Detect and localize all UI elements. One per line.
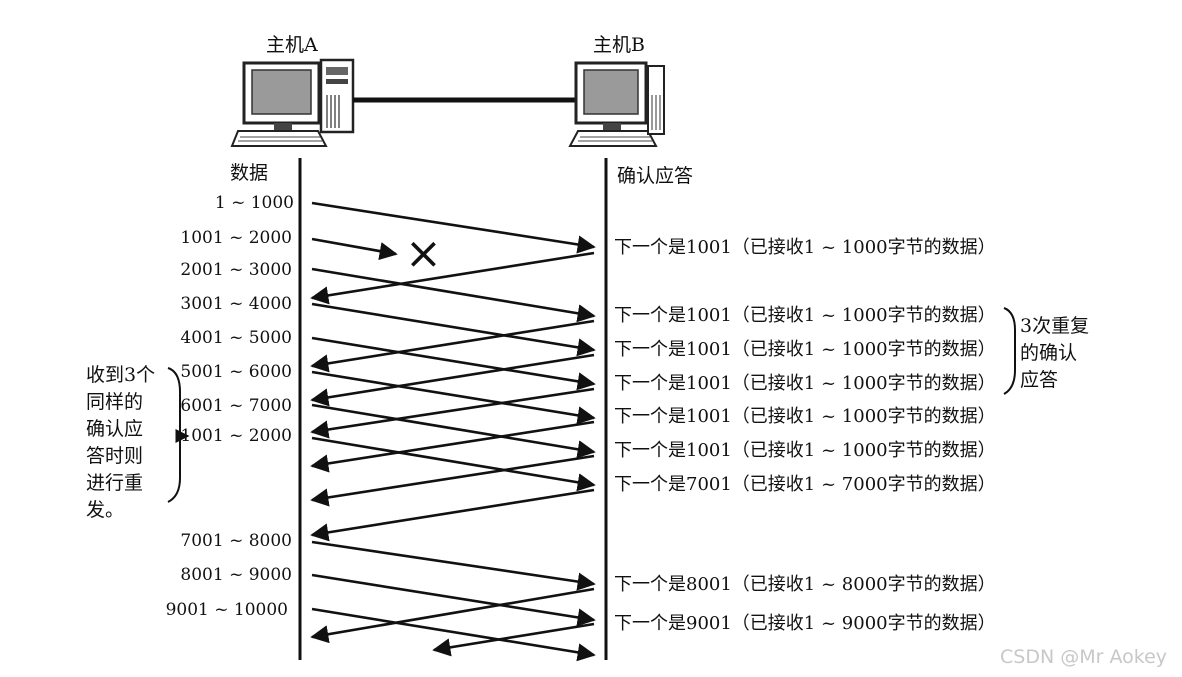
segment-label: 1001 ~ 2000 (180, 228, 292, 248)
ack-column-label: 确认应答 (617, 165, 694, 187)
resend-note: 收到3个 同样的 确认应 答时则 进行重 发。 (86, 362, 166, 524)
segment-arrow (311, 201, 596, 254)
ack-label: 下一个是1001（已接收1 ~ 1000字节的数据） (614, 373, 996, 394)
resend-note-line: 进行重 (86, 472, 144, 494)
segment-label: 8001 ~ 9000 (180, 565, 292, 585)
segment-arrow-lost (311, 237, 398, 261)
segment-arrow (311, 607, 596, 662)
segment-arrow (311, 302, 596, 357)
resend-note-line: 收到3个 (86, 364, 156, 386)
segment-arrow (311, 267, 596, 323)
ack-arrow (310, 251, 595, 305)
watermark: CSDN @Mr Aokey (1000, 646, 1168, 668)
segment-label: 5001 ~ 6000 (180, 362, 292, 382)
ack-arrow (310, 387, 595, 439)
dup-ack-note: 3次重复 的确认 应答 (1020, 313, 1100, 394)
resend-note-line: 确认应 (86, 418, 144, 440)
ack-arrow (310, 420, 595, 473)
ack-label: 下一个是1001（已接收1 ~ 1000字节的数据） (614, 237, 996, 258)
host-b-label: 主机B (593, 34, 645, 56)
ack-label: 下一个是8001（已接收1 ~ 8000字节的数据） (614, 574, 996, 595)
ack-arrow (310, 454, 595, 507)
ack-arrow (432, 622, 595, 657)
segment-label-retransmit: 1001 ~ 2000 (180, 426, 292, 446)
segment-label: 2001 ~ 3000 (180, 260, 292, 280)
host-a-label: 主机A (266, 34, 318, 56)
dup-ack-note-line: 的确认 (1020, 342, 1078, 364)
resend-note-line: 同样的 (86, 391, 144, 413)
data-column-label: 数据 (230, 162, 269, 184)
segment-label: 4001 ~ 5000 (180, 328, 292, 348)
ack-arrow (310, 353, 595, 407)
dup-ack-brace (1003, 307, 1016, 395)
ack-arrows (310, 251, 595, 657)
resend-note-line: 答时则 (86, 445, 144, 467)
segment-arrow (311, 336, 596, 391)
segment-arrow (311, 436, 596, 492)
segment-arrow (311, 540, 596, 591)
ack-arrow (310, 319, 595, 373)
segment-label: 6001 ~ 7000 (180, 396, 292, 416)
ack-label: 下一个是1001（已接收1 ~ 1000字节的数据） (614, 406, 996, 427)
dup-ack-note-line: 应答 (1020, 369, 1059, 391)
host-b-computer-icon (568, 61, 665, 147)
ack-arrow (310, 587, 595, 644)
ack-label: 下一个是9001（已接收1 ~ 9000字节的数据） (614, 613, 996, 634)
data-segment-arrows (311, 201, 596, 662)
ack-label: 下一个是1001（已接收1 ~ 1000字节的数据） (614, 339, 996, 360)
segment-label: 9001 ~ 10000 (165, 600, 288, 620)
ack-arrow (310, 488, 595, 542)
lost-packet-marker: × (405, 228, 442, 279)
ack-label: 下一个是7001（已接收1 ~ 7000字节的数据） (614, 474, 996, 495)
segment-arrow (311, 573, 596, 627)
resend-note-line: 发。 (86, 499, 125, 521)
segment-arrow (311, 370, 596, 425)
ack-label: 下一个是1001（已接收1 ~ 1000字节的数据） (614, 440, 996, 461)
segment-arrow (311, 403, 596, 459)
dup-ack-note-line: 3次重复 (1020, 315, 1090, 337)
segment-label: 3001 ~ 4000 (180, 294, 292, 314)
segment-label: 7001 ~ 8000 (180, 531, 292, 551)
host-a-computer-icon (230, 58, 355, 147)
segment-label: 1 ~ 1000 (214, 193, 294, 213)
ack-label: 下一个是1001（已接收1 ~ 1000字节的数据） (614, 305, 996, 326)
